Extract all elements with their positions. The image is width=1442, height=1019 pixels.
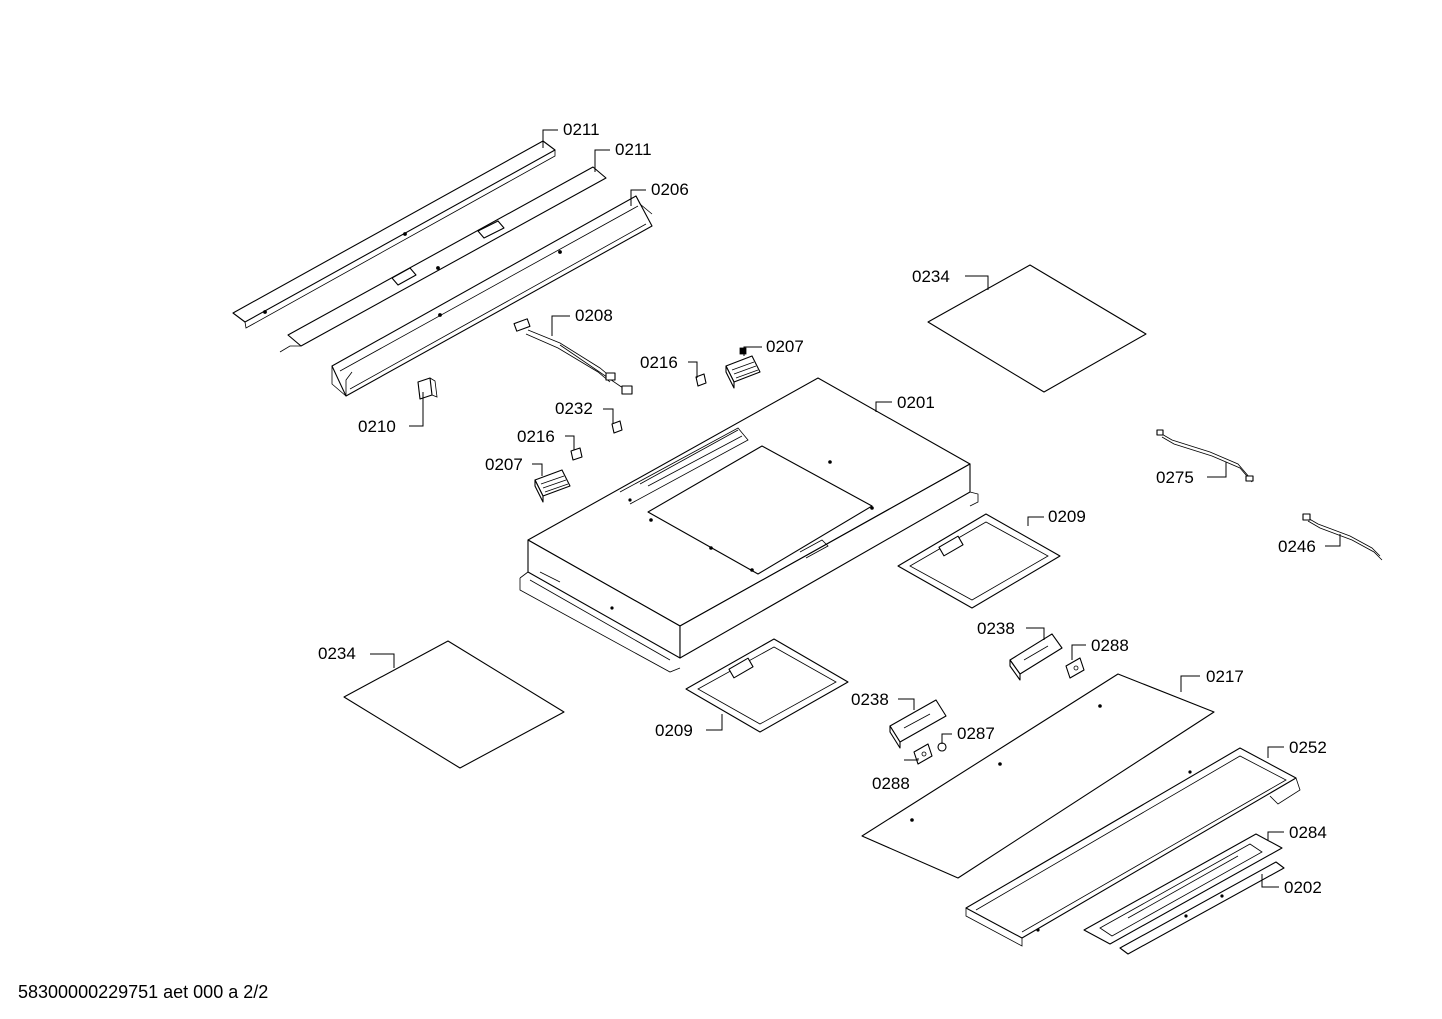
part-0211-rail-b: [279, 166, 607, 353]
label-0288-a: 0288: [1091, 636, 1129, 655]
label-0202: 0202: [1284, 878, 1322, 897]
label-0288-b: 0288: [872, 774, 910, 793]
label-0216-a: 0216: [640, 353, 678, 372]
label-0208: 0208: [575, 306, 613, 325]
part-0216-clip-b: [570, 447, 583, 461]
document-footer: 58300000229751 aet 000 a 2/2: [18, 982, 269, 1002]
label-0211-a: 0211: [563, 120, 600, 139]
part-0252-frame: [965, 747, 1301, 947]
label-0201: 0201: [897, 393, 935, 412]
part-0234-sheet-b: [343, 640, 565, 769]
part-0275-cable: [1156, 429, 1254, 483]
part-0288-plate-b: [913, 743, 933, 765]
label-0209-b: 0209: [655, 721, 693, 740]
part-0238-bracket-b: [889, 699, 947, 749]
label-0206: 0206: [651, 180, 689, 199]
part-0202-circuit-board: [1119, 861, 1285, 955]
label-0216-b: 0216: [517, 427, 555, 446]
label-0252: 0252: [1289, 738, 1327, 757]
part-0211-rail-a: [232, 140, 556, 329]
label-0287: 0287: [957, 724, 995, 743]
label-0238-b: 0238: [851, 690, 889, 709]
label-0234-b: 0234: [318, 644, 356, 663]
part-0201-main-body: [519, 377, 979, 673]
label-0207-b: 0207: [485, 455, 523, 474]
label-0207-a: 0207: [766, 337, 804, 356]
part-0238-bracket-a: [1009, 633, 1063, 681]
part-0209-filter-a: [897, 513, 1061, 609]
part-0232-clip: [611, 420, 623, 434]
part-0284-control-strip: [1083, 833, 1283, 945]
part-0207-vent-a: [725, 347, 761, 389]
label-0246: 0246: [1278, 537, 1316, 556]
part-0288-plate-a: [1065, 657, 1085, 679]
part-0209-filter-b: [685, 638, 849, 733]
part-0216-clip-a: [695, 373, 707, 387]
label-0232: 0232: [555, 399, 593, 418]
label-0275: 0275: [1156, 468, 1194, 487]
part-0207-vent-b: [534, 469, 571, 503]
part-0246-cable: [1302, 513, 1383, 561]
part-0234-sheet-a: [927, 264, 1147, 393]
label-0211-b: 0211: [615, 140, 652, 159]
label-0284: 0284: [1289, 823, 1327, 842]
label-0217: 0217: [1206, 667, 1244, 686]
label-0234-a: 0234: [912, 267, 950, 286]
part-0208-cable: [513, 318, 633, 395]
part-0206-channel: [331, 195, 653, 397]
part-0210-clip: [417, 377, 438, 400]
label-0238-a: 0238: [977, 619, 1015, 638]
label-0209-a: 0209: [1048, 507, 1086, 526]
part-0287-knob: [937, 742, 947, 752]
label-0210: 0210: [358, 417, 396, 436]
leader-lines: [370, 129, 1341, 888]
part-0217-panel: [861, 673, 1215, 879]
